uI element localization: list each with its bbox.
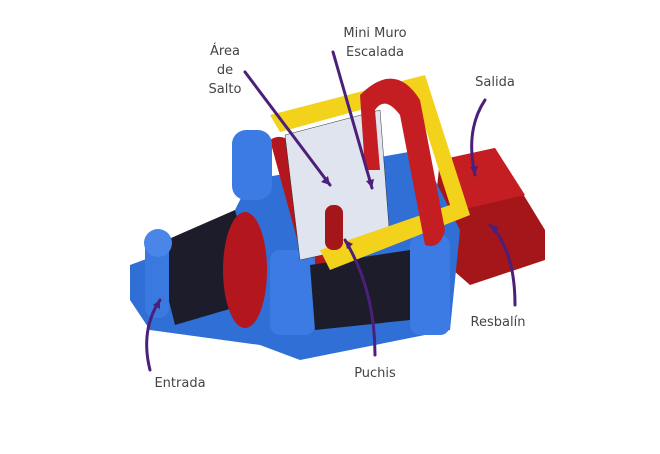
climbing-arch bbox=[360, 78, 445, 247]
entrance-arch bbox=[223, 212, 267, 328]
arrow-climbing-wall bbox=[331, 50, 374, 190]
label-jump-area: Área de Salto bbox=[208, 44, 242, 97]
label-entrance: Entrada bbox=[154, 376, 206, 391]
label-climbing-wall: Mini Muro Escalada bbox=[343, 26, 407, 60]
label-punchers: Puchis bbox=[354, 366, 396, 381]
yellow-frame bbox=[270, 75, 470, 270]
puncher bbox=[325, 205, 343, 250]
label-slide: Resbalín bbox=[470, 315, 526, 330]
arrow-punchers bbox=[343, 238, 377, 357]
label-exit: Salida bbox=[475, 75, 515, 90]
arrow-jump-area bbox=[243, 70, 332, 187]
